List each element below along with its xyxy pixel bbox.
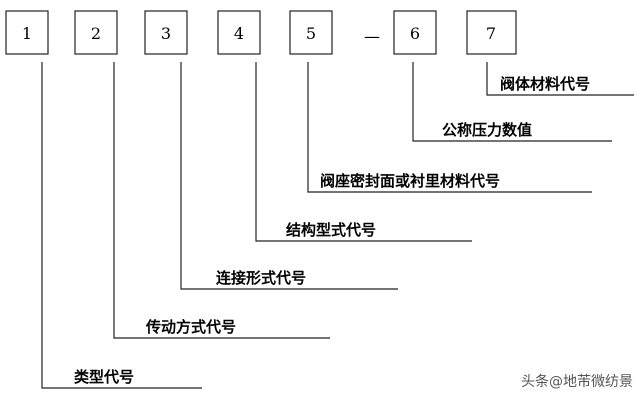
code-box-1-label: 1: [22, 24, 32, 43]
separator-dash: —: [364, 27, 380, 46]
code-box-3-label: 3: [161, 24, 171, 43]
code-box-3: [144, 10, 188, 55]
leader-line-5: [307, 62, 592, 193]
leader-line-2: [113, 62, 330, 339]
leader-line-6: [412, 62, 612, 142]
label-type-code: 类型代号: [74, 368, 134, 386]
label-drive-mode-code: 传动方式代号: [145, 318, 236, 336]
code-box-5: [289, 10, 333, 55]
code-box-6-label: 6: [410, 24, 420, 43]
leader-line-4: [255, 62, 472, 242]
label-body-material-code: 阀体材料代号: [500, 75, 590, 93]
code-box-4-label: 4: [234, 24, 244, 43]
label-connection-code: 连接形式代号: [216, 269, 306, 287]
leader-line-3: [180, 62, 398, 290]
code-box-2: [74, 10, 118, 55]
label-nominal-pressure: 公称压力数值: [442, 121, 532, 139]
leader-line-1: [41, 62, 202, 389]
code-box-7-label: 7: [486, 24, 496, 43]
code-box-5-label: 5: [306, 24, 316, 43]
leader-line-7: [486, 62, 634, 96]
code-box-7: [466, 10, 517, 55]
code-box-2-label: 2: [91, 24, 101, 43]
label-structure-code: 结构型式代号: [286, 221, 376, 239]
code-box-6: [393, 10, 437, 55]
code-box-4: [217, 10, 261, 55]
watermark: 头条@地芾微纺景: [521, 373, 633, 390]
label-seat-material-code: 阀座密封面或衬里材料代号: [320, 172, 500, 190]
code-box-1: [5, 10, 49, 55]
